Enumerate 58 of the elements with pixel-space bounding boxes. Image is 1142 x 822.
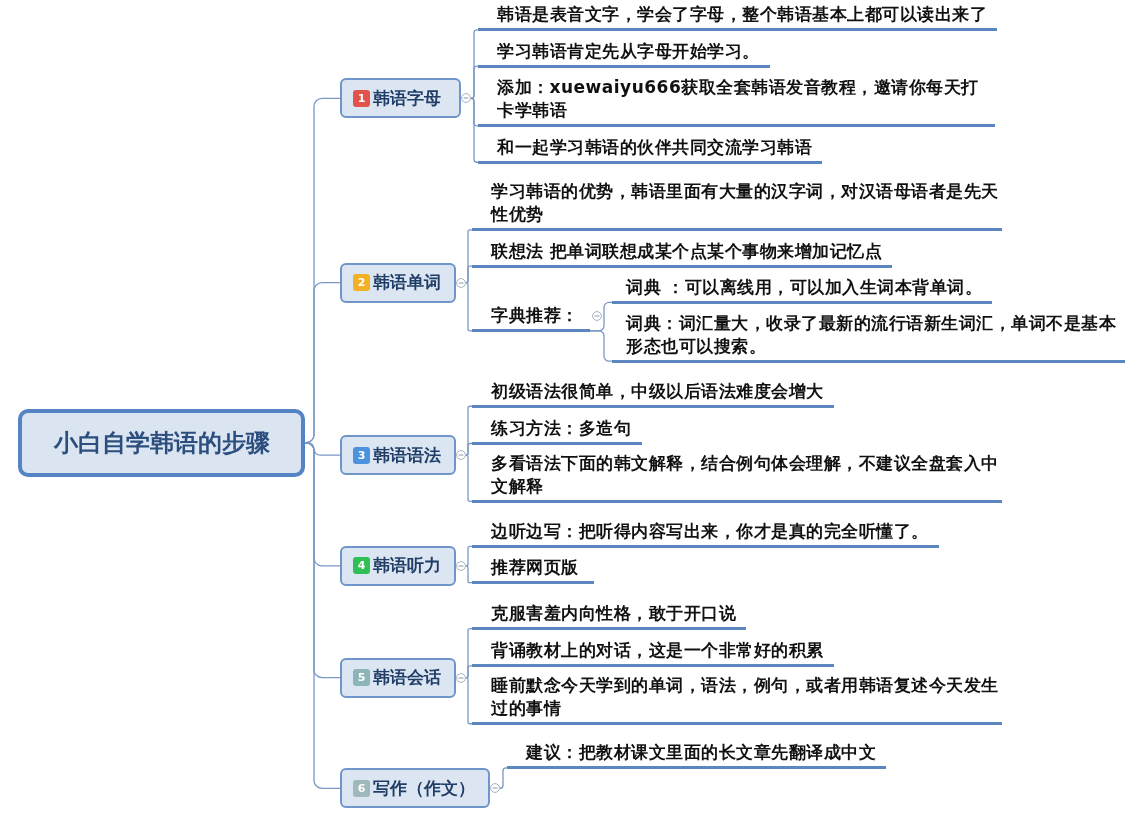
subtopic-text: 学习韩语的优势，韩语里面有大量的汉字词，对汉语母语者是先天性优势 (491, 180, 1000, 227)
subtopic-text: 字典推荐： (491, 304, 579, 328)
subtopic-text: 克服害羞内向性格，敢于开口说 (491, 602, 736, 626)
step-number: 6 (353, 779, 370, 797)
connector-line (589, 330, 613, 362)
underlined-subtopic (507, 741, 886, 770)
connector-line (465, 282, 473, 332)
underlined-subtopic (472, 602, 746, 631)
subtopic-text: 建议：把教材课文里面的长文章先翻译成中文 (526, 741, 876, 765)
step-number: 1 (353, 89, 370, 107)
subtopic-text: 推荐网页版 (491, 556, 579, 580)
topic-title: 写作（作文） (373, 776, 475, 800)
connector-line (465, 665, 473, 679)
step-number: 3 (353, 446, 370, 464)
subtopic-text: 练习方法：多造句 (491, 417, 631, 440)
subtopic-text: 添加：xuewaiyu666获取全套韩语发音教程，邀请你每天打卡学韩语 (497, 76, 980, 123)
underlined-subtopic (472, 556, 594, 585)
step-number: 4 (353, 557, 370, 575)
topic-title: 韩语单词 (373, 271, 441, 295)
underlined-subtopic (478, 3, 997, 32)
connector-line (465, 545, 473, 567)
connector-line (499, 767, 508, 790)
connector-line (470, 97, 479, 163)
topic-title: 韩语听力 (373, 554, 441, 578)
underlined-subtopic (472, 417, 642, 445)
topic-title: 韩语字母 (373, 86, 441, 110)
subtopic-text: 多看语法下面的韩文解释，结合例句体会理解，不建议全盘套入中文解释 (491, 451, 1000, 498)
connector-line (470, 65, 479, 100)
connector-line (465, 677, 473, 725)
underlined-subtopic (478, 135, 822, 164)
underlined-subtopic (478, 76, 995, 128)
topic-title: 韩语会话 (373, 666, 441, 690)
underlined-subtopic (612, 275, 992, 304)
subtopic-text: 韩语是表音文字，学会了字母，整个韩语基本上都可以读出来了 (497, 3, 987, 27)
subtopic-text: 词典：词汇量大，收录了最新的流行语新生词汇，单词不是基本形态也可以搜索。 (626, 311, 1117, 358)
central-topic-box (18, 408, 305, 477)
topic-title: 韩语语法 (373, 443, 441, 467)
subtopic-text: 学习韩语肯定先从字母开始学习。 (497, 39, 760, 63)
underlined-subtopic (472, 379, 834, 408)
connector-line (465, 454, 473, 502)
subtopic-text: 背诵教材上的对话，这是一个非常好的积累 (491, 639, 824, 663)
subtopic-text: 初级语法很简单，中级以后语法难度会增大 (491, 379, 824, 403)
underlined-subtopic (478, 39, 770, 68)
step-number: 2 (353, 274, 370, 292)
underlined-subtopic (472, 639, 834, 668)
subtopic-text: 睡前默念今天学到的单词，语法，例句，或者用韩语复述今天发生过的事情 (491, 674, 1000, 721)
subtopic-text: 联想法 把单词联想成某个点某个事物来增加记忆点 (491, 239, 883, 263)
subtopic-text: 和一起学习韩语的伙伴共同交流学习韩语 (497, 135, 812, 159)
connector-line (465, 442, 473, 456)
subtopic-text: 边听边写：把听得内容写出来，你才是真的完全听懂了。 (491, 519, 929, 543)
underlined-subtopic (472, 239, 892, 268)
step-number: 5 (353, 669, 370, 687)
central-topic-title: 小白自学韩语的步骤 (53, 427, 270, 459)
underlined-subtopic (472, 304, 590, 333)
underlined-subtopic (472, 519, 939, 548)
connector-line (465, 265, 473, 284)
connector-line (465, 565, 473, 584)
subtopic-text: 词典 ：可以离线用，可以加入生词本背单词。 (626, 275, 983, 299)
